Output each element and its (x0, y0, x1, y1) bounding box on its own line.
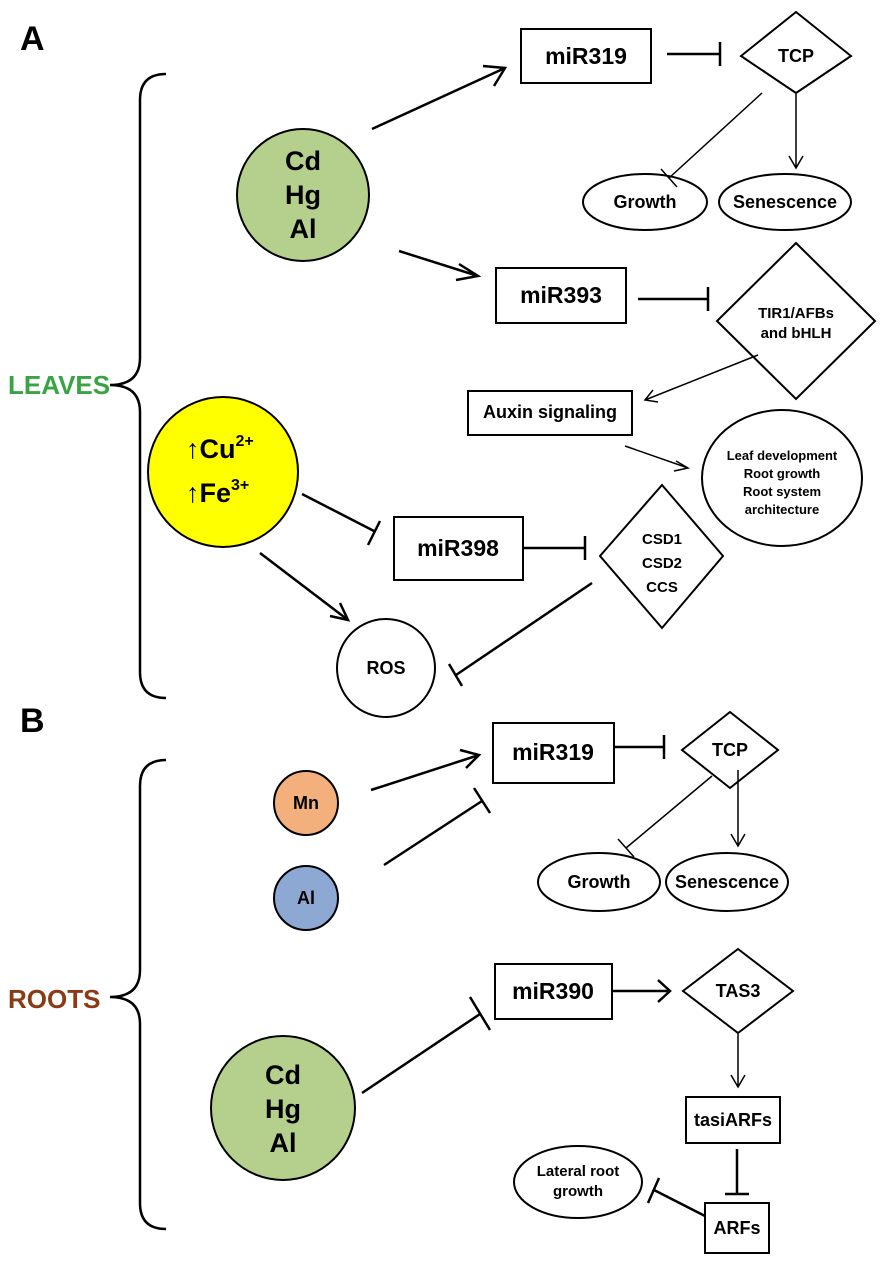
leaf-development-line4: architecture (745, 502, 819, 517)
auxin-signaling-box (467, 390, 633, 436)
senescence-label-a: Senescence (733, 192, 837, 212)
tcp-label-a: TCP (778, 46, 814, 66)
csd1-label: CSD1 (642, 531, 682, 548)
lateral-root-growth-node (513, 1145, 643, 1219)
growth-label-a: Growth (614, 192, 677, 212)
leaf-development-line3: Root system (743, 484, 821, 499)
edge-tasiarfs-inhibits-arfs (725, 1149, 749, 1196)
edge-tcp-to-senescence-b (730, 770, 746, 848)
cu-symbol: Cu (200, 434, 236, 464)
hg-label-b: Hg (265, 1094, 301, 1124)
mir393-label: miR393 (520, 282, 602, 308)
senescence-label-b: Senescence (675, 872, 779, 892)
cu-up-arrow: ↑ (186, 434, 200, 464)
mir319-label-b: miR319 (512, 739, 594, 765)
tcp-diamond-a (739, 10, 853, 95)
leaf-development-line1: Leaf development (727, 448, 838, 463)
al-node (273, 865, 339, 931)
edge-tas3-to-tasiarfs (730, 1034, 746, 1089)
edge-mir390-to-tas3 (612, 979, 672, 1003)
ccs-label: CCS (646, 579, 678, 596)
fe-up-arrow: ↑ (186, 478, 200, 508)
tcp-diamond-b (680, 710, 780, 790)
cu-charge: 2+ (236, 433, 254, 450)
tas3-label: TAS3 (716, 981, 761, 1001)
tasiarfs-label: tasiARFs (694, 1110, 772, 1130)
edge-metals-to-mir393 (398, 249, 482, 282)
edge-mir393-inhibits-tir1 (638, 287, 710, 311)
edge-csd-inhibits-ros (447, 581, 593, 687)
cu-fe-node (147, 396, 299, 548)
cd-label-b: Cd (265, 1060, 301, 1090)
arfs-label: ARFs (713, 1218, 760, 1238)
edge-metals-to-mir319-a (371, 64, 508, 131)
edge-mn-to-mir319-b (370, 748, 482, 792)
cd-label-a: Cd (285, 146, 321, 176)
edge-mir398-inhibits-csd (523, 536, 587, 560)
edge-metals-inhibit-mir390 (361, 996, 492, 1095)
tcp-label-b: TCP (712, 740, 748, 760)
csd2-label: CSD2 (642, 555, 682, 572)
edge-cu-fe-inhibits-mir398 (301, 492, 382, 546)
leaves-brace (109, 72, 167, 700)
cd-hg-al-node-a (236, 128, 370, 262)
mir319-box-a (520, 28, 652, 84)
cu-ion-label: ↑Cu2+ (186, 433, 254, 464)
lateral-root-growth-line2: growth (553, 1183, 603, 1200)
edge-arfs-inhibits-lateral-root (646, 1177, 706, 1218)
tir1-afbs-diamond (715, 241, 877, 401)
mir398-label: miR398 (417, 535, 499, 561)
lateral-root-growth-line1: Lateral root (537, 1163, 620, 1180)
tas3-diamond (681, 947, 795, 1035)
tasiarfs-box (685, 1096, 781, 1144)
growth-label-b: Growth (568, 872, 631, 892)
csd-ccs-diamond (598, 483, 725, 630)
ros-label: ROS (366, 658, 405, 678)
hg-label-a: Hg (285, 180, 321, 210)
mir390-label: miR390 (512, 978, 594, 1004)
fe-charge: 3+ (231, 477, 249, 494)
auxin-signaling-label: Auxin signaling (483, 402, 617, 422)
al-label: Al (297, 888, 315, 908)
arfs-box (704, 1202, 770, 1254)
edge-mir319-inhibits-tcp-a (667, 42, 722, 66)
edge-auxin-to-leaf-development (624, 445, 691, 472)
mir393-box (495, 267, 627, 324)
mir319-label-a: miR319 (545, 43, 627, 69)
mn-label: Mn (293, 793, 319, 813)
mir390-box (494, 963, 613, 1020)
edge-mir319-inhibits-tcp-b (614, 735, 666, 759)
ros-node (336, 618, 436, 718)
growth-node-b (537, 852, 661, 912)
tir1-afbs-label-line1: TIR1/AFBs (758, 305, 834, 322)
leaf-development-node (701, 409, 863, 547)
edge-tcp-to-senescence-a (788, 94, 804, 170)
al-label-b: Al (270, 1128, 297, 1158)
roots-brace (109, 758, 167, 1231)
leaf-development-line2: Root growth (744, 466, 821, 481)
mn-node (273, 770, 339, 836)
senescence-node-b (665, 852, 789, 912)
edge-al-inhibits-mir319-b (383, 787, 492, 867)
edge-tcp-inhibits-growth-b (617, 775, 713, 858)
growth-node-a (582, 173, 708, 231)
edge-tcp-inhibits-growth-a (660, 92, 763, 188)
mir319-box-b (492, 722, 615, 784)
panel-b-label: B (20, 702, 45, 740)
leaves-label: LEAVES (8, 370, 110, 400)
tir1-afbs-label-line2: and bHLH (761, 325, 832, 342)
panel-a-label: A (20, 20, 45, 58)
roots-label: ROOTS (8, 984, 100, 1014)
senescence-node-a (718, 173, 852, 231)
cd-hg-al-node-b (210, 1035, 356, 1181)
edge-cu-fe-to-ros (259, 552, 351, 622)
fe-symbol: Fe (200, 478, 232, 508)
fe-ion-label: ↑Fe3+ (186, 477, 249, 508)
edge-tir1-to-auxin (643, 354, 759, 403)
al-label-a: Al (290, 214, 317, 244)
